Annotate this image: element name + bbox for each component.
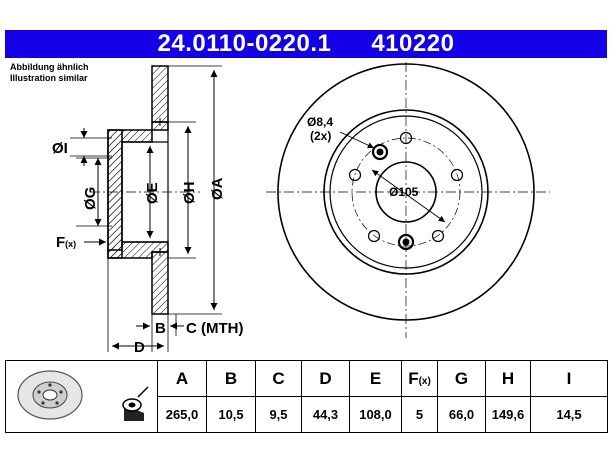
label-f: F(x) [56, 234, 76, 251]
illustration-note: Abbildung ähnlich Illustration similar [10, 62, 89, 84]
bolt-torque-icon [121, 386, 149, 421]
front-view [266, 62, 550, 338]
header-b: B [206, 360, 256, 397]
value-g: 66,0 [437, 396, 486, 433]
note-line-de: Abbildung ähnlich [10, 62, 89, 72]
side-section-view [70, 65, 222, 352]
part-number: 24.0110-0220.1 [157, 30, 332, 57]
label-d: D [134, 339, 145, 356]
disc-outer-edge [277, 63, 535, 321]
front-view-labels: Ø8,4 (2x) Ø105 [307, 115, 419, 199]
header-g: G [437, 360, 486, 397]
header-f: F(x) [401, 360, 438, 397]
label-bolt-circle: Ø105 [389, 185, 419, 199]
header-d: D [301, 360, 350, 397]
value-f: 5 [401, 396, 438, 433]
label-dia-h: ØH [181, 181, 198, 204]
header-i: I [530, 360, 608, 397]
value-d: 44,3 [301, 396, 350, 433]
label-dia-g: ØG [82, 187, 99, 210]
label-c-mth: C (MTH) [186, 320, 243, 337]
label-dia-e: ØE [144, 182, 161, 204]
brake-disc-thumbnail-icon [16, 370, 149, 421]
side-view-labels: ØA ØH ØE ØG ØI F(x) B C (MTH) D [52, 140, 243, 356]
hat-wall [107, 129, 123, 259]
value-h: 149,6 [485, 396, 531, 433]
header-a: A [157, 360, 207, 397]
value-c: 9,5 [255, 396, 302, 433]
ring-bottom-section [151, 251, 169, 315]
label-hole-count: (2x) [310, 129, 331, 143]
friction-ring-inner [323, 109, 489, 275]
value-e: 108,0 [349, 396, 402, 433]
ring-top-section [151, 65, 169, 123]
value-b: 10,5 [206, 396, 256, 433]
header-h: H [485, 360, 531, 397]
label-dia-i: ØI [52, 140, 68, 157]
note-line-en: Illustration similar [10, 73, 88, 83]
header-c: C [255, 360, 302, 397]
bolt-circle [351, 137, 461, 247]
wheel-bolt-holes [348, 131, 464, 243]
locating-holes [371, 143, 415, 251]
dim-line-bolt-circle [371, 169, 446, 223]
label-hole-dia: Ø8,4 [307, 115, 333, 129]
label-dia-a: ØA [209, 177, 226, 200]
article-number: 410220 [371, 30, 455, 57]
value-i: 14,5 [530, 396, 608, 433]
title-banner: 24.0110-0220.1 410220 [5, 30, 607, 58]
disc-thumbnail-cell [5, 360, 158, 433]
header-e: E [349, 360, 402, 397]
dimension-table: A B C D E F(x) G H I 265,0 10,5 9,5 44,3… [5, 360, 608, 433]
label-b: B [155, 320, 166, 337]
value-a: 265,0 [157, 396, 207, 433]
